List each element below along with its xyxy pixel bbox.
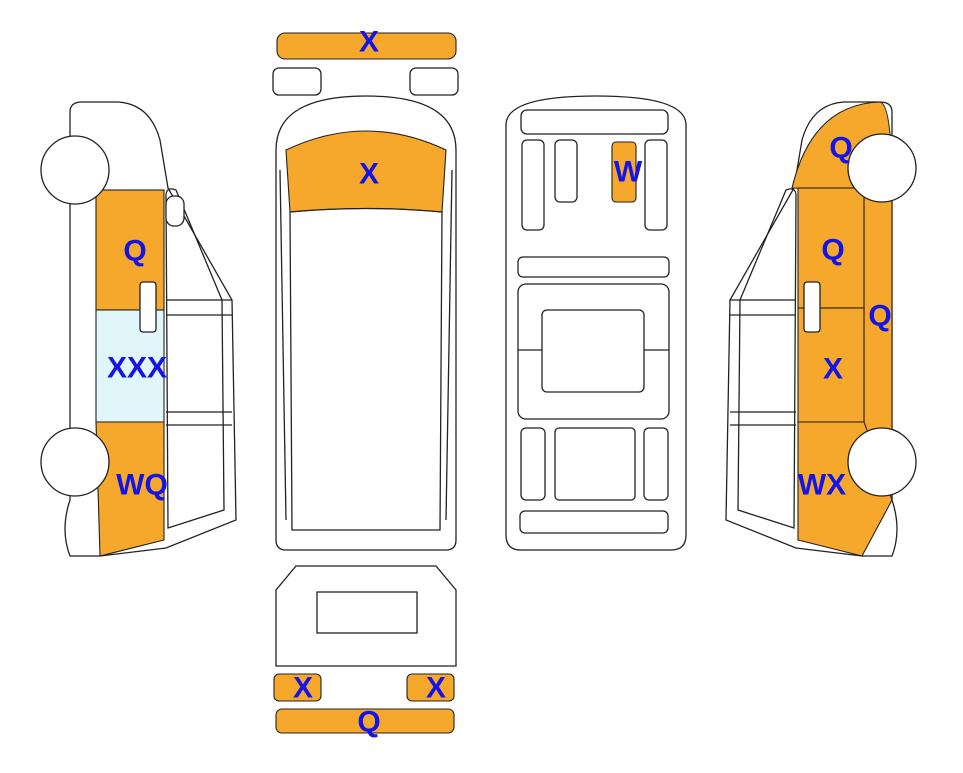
left-rear-wheel [40, 427, 110, 497]
label-right-upper: Q [829, 132, 852, 165]
headlight-right [409, 67, 459, 96]
rear-light-right[interactable] [406, 673, 455, 702]
right-side-view [725, 101, 917, 557]
left-side-view [40, 101, 237, 557]
label-right-rear-panel: WX [798, 469, 846, 502]
right-front-wheel [847, 133, 917, 203]
right-rear-wheel [847, 427, 917, 497]
label-left-window: XXX [107, 352, 167, 385]
label-rear-light-right: X [426, 672, 446, 705]
label-rear-light-left: X [293, 672, 313, 705]
label-left-rear-panel: WQ [116, 469, 168, 502]
label-hood: X [359, 158, 379, 191]
rear-light-left[interactable] [273, 673, 322, 702]
label-roof-panel: W [614, 156, 643, 189]
rear-bumper[interactable] [275, 708, 455, 734]
roof-hatch[interactable] [611, 141, 637, 203]
label-rear-bumper: Q [357, 706, 380, 739]
label-right-pillar: Q [868, 300, 891, 333]
label-front-bumper: X [359, 26, 379, 59]
label-right-front-door: Q [821, 234, 844, 267]
damage-labels: X X W Q XXX WQ Q Q Q X WX X X Q [107, 26, 892, 739]
roof-view [505, 95, 687, 551]
headlight-left [272, 67, 322, 96]
left-front-wheel [40, 135, 110, 205]
left-rear-panel[interactable] [95, 421, 165, 557]
label-right-door: X [823, 353, 843, 386]
front-bumper[interactable] [276, 32, 457, 60]
label-left-front-door: Q [123, 235, 146, 268]
top-view [275, 95, 457, 551]
front-view [272, 32, 459, 96]
rear-view [273, 565, 457, 734]
